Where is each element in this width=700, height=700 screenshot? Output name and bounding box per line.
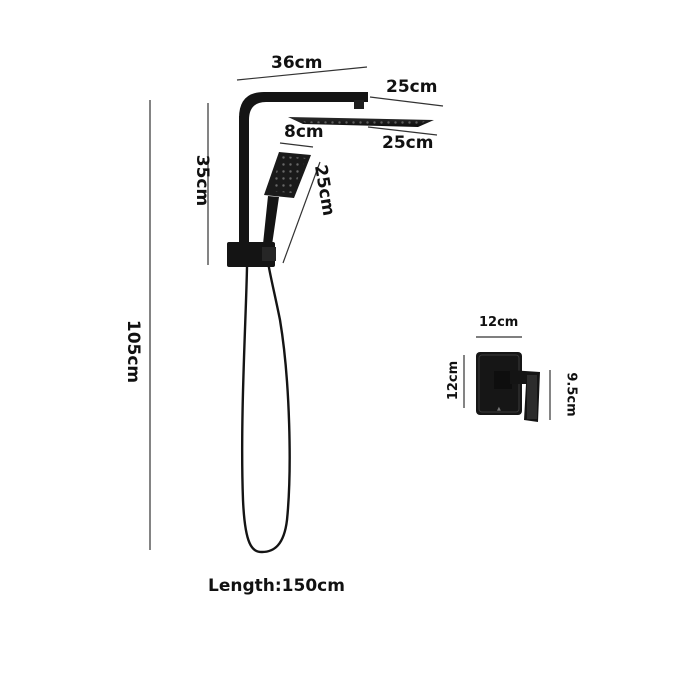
total-height-label: 105cm xyxy=(123,319,144,384)
rain-head-top-line xyxy=(369,96,444,107)
arm-length-line xyxy=(236,66,368,81)
shower-mixer: ▲ xyxy=(476,352,540,422)
hand-shower-width-line xyxy=(279,142,314,148)
mixer-depth-label: 9.5cm xyxy=(563,372,579,417)
rain-head-face xyxy=(296,118,428,126)
dimension-lines xyxy=(149,66,551,550)
rain-head-side-b-label: 25cm xyxy=(382,133,434,153)
hand-shower-face xyxy=(269,156,306,193)
shower-hose xyxy=(240,261,291,554)
arm-length-label: 36cm xyxy=(271,53,323,73)
hand-shower-length-line xyxy=(282,161,321,264)
hand-shower-handle xyxy=(263,196,279,245)
rain-head-side-a-label: 25cm xyxy=(386,77,438,97)
mixer-lever-base xyxy=(494,371,512,389)
rain-head-bottom-line xyxy=(367,126,438,136)
mixer-height-label: 12cm xyxy=(446,360,462,401)
mixer-width-label: 12cm xyxy=(479,315,519,330)
hose-length-label: Length:150cm xyxy=(208,576,345,596)
hand-shower-width-label: 8cm xyxy=(284,122,324,142)
arm-connector xyxy=(354,100,364,109)
mixer-lever-face xyxy=(527,375,537,419)
riser-pipe xyxy=(239,116,249,266)
shower-arm xyxy=(239,92,368,120)
diverter-knob xyxy=(262,247,276,261)
riser-height-label: 35cm xyxy=(192,154,213,207)
shower-fixture xyxy=(227,92,434,554)
mixer-logo-mark: ▲ xyxy=(497,406,501,412)
